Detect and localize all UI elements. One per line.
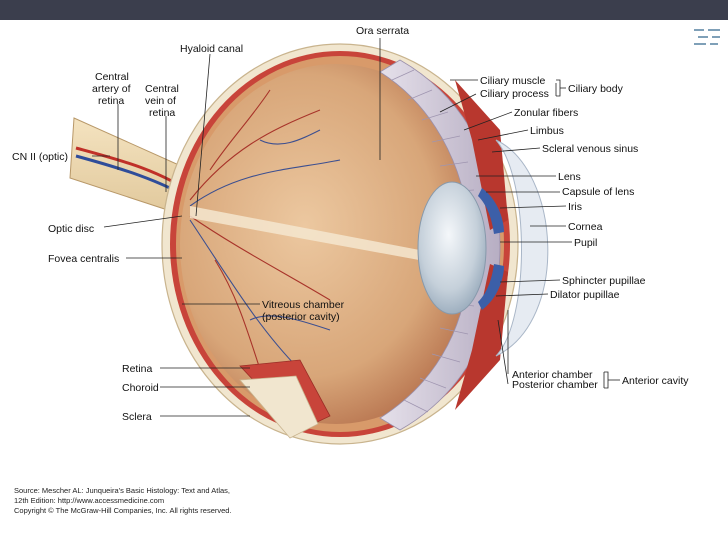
label-vitreous-chamber-2: (posterior cavity) [262, 311, 340, 323]
label-anterior-cavity: Anterior cavity [622, 375, 689, 387]
label-central-artery-1: Central [95, 71, 129, 83]
brackets [556, 79, 620, 389]
source-credit: Source: Mescher AL: Junqueira's Basic Hi… [14, 486, 474, 516]
label-choroid: Choroid [122, 382, 159, 394]
source-line-2: 12th Edition: http://www.accessmedicine.… [14, 496, 165, 505]
label-limbus: Limbus [530, 125, 564, 137]
label-posterior-chamber: Posterior chamber [512, 379, 598, 391]
lens-shape [417, 181, 487, 315]
label-dilator-pupillae: Dilator pupillae [550, 289, 620, 301]
label-optic-disc: Optic disc [48, 223, 94, 235]
label-cn-ii: CN II (optic) [12, 151, 68, 163]
label-zonular-fibers: Zonular fibers [514, 107, 578, 119]
label-retina: Retina [122, 363, 153, 375]
slide-corner-ornament-icon [694, 29, 720, 45]
source-line-1: Source: Mescher AL: Junqueira's Basic Hi… [14, 486, 230, 495]
label-lens: Lens [558, 171, 581, 183]
eye-anatomy-diagram: Ora serrata Hyaloid canal Central artery… [12, 25, 689, 445]
iris-lower-shape [478, 264, 504, 310]
diagram-labels: Ora serrata Hyaloid canal Central artery… [12, 25, 689, 423]
label-anterior-chamber: Anterior chamber [512, 369, 593, 381]
label-ciliary-muscle: Ciliary muscle [480, 75, 546, 87]
cutaway-sclera [239, 375, 319, 439]
label-central-artery-2: artery of [92, 83, 131, 95]
label-ciliary-process: Ciliary process [480, 88, 549, 100]
iris-shape [478, 188, 504, 234]
label-central-vein-1: Central [145, 83, 179, 95]
label-capsule-of-lens: Capsule of lens [562, 186, 634, 198]
label-central-artery-3: retina [98, 95, 124, 107]
label-sphincter-pupillae: Sphincter pupillae [562, 275, 646, 287]
label-vitreous-chamber-1: Vitreous chamber [262, 299, 345, 311]
label-central-vein-2: vein of [145, 95, 176, 107]
leader-lines [92, 38, 605, 417]
copyright-line: Copyright © The McGraw-Hill Companies, I… [14, 506, 232, 515]
label-scleral-venous-sinus: Scleral venous sinus [542, 143, 638, 155]
top-bar [0, 0, 728, 20]
retinal-vessels [189, 89, 341, 401]
label-iris: Iris [568, 201, 582, 213]
label-ciliary-body: Ciliary body [568, 83, 624, 95]
label-central-vein-3: retina [149, 107, 175, 119]
label-fovea-centralis: Fovea centralis [48, 253, 119, 265]
label-cornea: Cornea [568, 221, 603, 233]
label-pupil: Pupil [574, 237, 597, 249]
hyaloid-canal [190, 206, 430, 262]
label-hyaloid-canal: Hyaloid canal [180, 43, 243, 55]
label-ora-serrata: Ora serrata [356, 25, 409, 37]
ciliary-muscle-shape [455, 80, 508, 230]
label-sclera: Sclera [122, 411, 152, 423]
ciliary-muscle-lower-shape [455, 264, 508, 410]
